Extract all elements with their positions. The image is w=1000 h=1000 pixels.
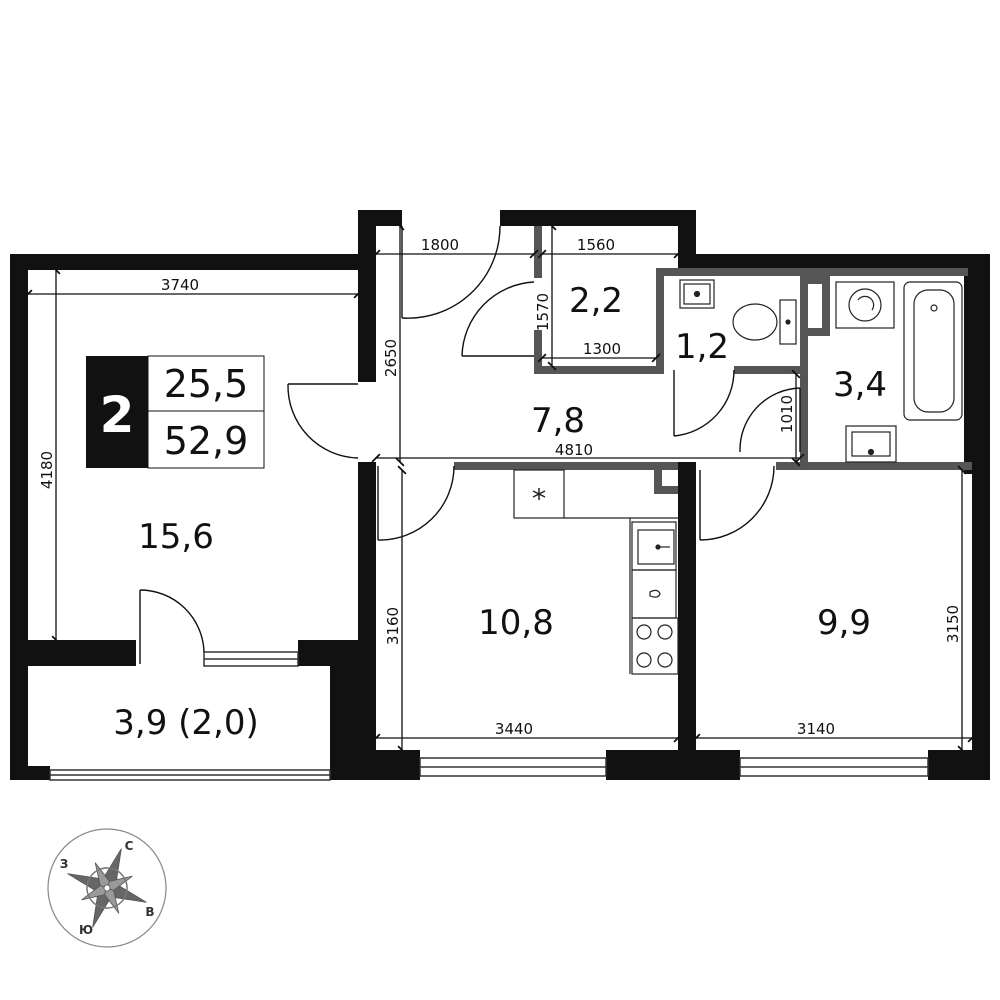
door-kitchen: [377, 465, 455, 541]
dim-4180: 4180: [38, 451, 56, 489]
dimension-lines: [23, 221, 977, 755]
dim-1570: 1570: [534, 293, 552, 331]
room-bedroom-area: 9,9: [817, 603, 871, 643]
door-living: [287, 383, 359, 459]
washing-machine-icon: [835, 281, 895, 329]
door-balcony: [139, 589, 205, 664]
dim-3150: 3150: [944, 605, 962, 643]
toilet-icon: [732, 299, 797, 345]
apartment-badge: 2 25,5 52,9: [86, 355, 265, 469]
compass-rose-icon: С З В Ю: [47, 828, 167, 948]
dim-3440: 3440: [495, 720, 533, 738]
room-labels: 15,6 3,9 (2,0) 7,8 2,2 1,2 3,4 10,8 9,9: [113, 281, 887, 743]
window-kitchen: [419, 757, 607, 777]
room-bathroom-area: 3,4: [833, 365, 887, 405]
dim-3160: 3160: [384, 607, 402, 645]
door-toilet: [673, 369, 735, 437]
dimension-labels: 3740 4180 1800 1560 1570 1300 2650 4810 …: [38, 236, 962, 738]
dim-1300: 1300: [583, 340, 621, 358]
sink-icon: [679, 279, 715, 309]
dim-2650: 2650: [382, 339, 400, 377]
dim-1800: 1800: [421, 236, 459, 254]
dim-3140: 3140: [797, 720, 835, 738]
door-bedroom: [699, 465, 775, 541]
room-closet-area: 2,2: [569, 281, 623, 321]
exterior-walls: [10, 210, 990, 780]
window-balcony: [49, 769, 331, 781]
ventilation-icon: [513, 469, 565, 519]
windows: [49, 651, 929, 781]
total-area: 52,9: [164, 419, 249, 463]
room-living-area: 15,6: [138, 517, 214, 557]
dim-4810: 4810: [555, 441, 593, 459]
door-closet: [461, 281, 535, 357]
dim-3740: 3740: [161, 276, 199, 294]
compass-east: В: [145, 905, 154, 919]
dim-1010: 1010: [778, 395, 796, 433]
window-balcony-door: [203, 651, 299, 667]
kitchen-counter: [564, 517, 678, 674]
rooms-count: 2: [100, 386, 135, 444]
room-balcony-area: 3,9 (2,0): [113, 703, 258, 743]
room-toilet-area: 1,2: [675, 327, 729, 367]
living-area: 25,5: [164, 362, 249, 406]
stove-icon: [631, 617, 679, 675]
room-kitchen-area: 10,8: [478, 603, 554, 643]
kitchen-cabinet: [631, 569, 677, 619]
compass-north: С: [125, 839, 134, 853]
compass-west: З: [60, 857, 69, 871]
bathtub-icon: [903, 281, 963, 421]
compass-south: Ю: [79, 923, 93, 937]
kitchen-sink-icon: [631, 521, 677, 571]
sink-bathroom-icon: [845, 425, 897, 463]
window-bedroom: [739, 757, 929, 777]
room-hallway-area: 7,8: [531, 401, 585, 441]
dim-1560: 1560: [577, 236, 615, 254]
fixtures: [513, 279, 963, 675]
